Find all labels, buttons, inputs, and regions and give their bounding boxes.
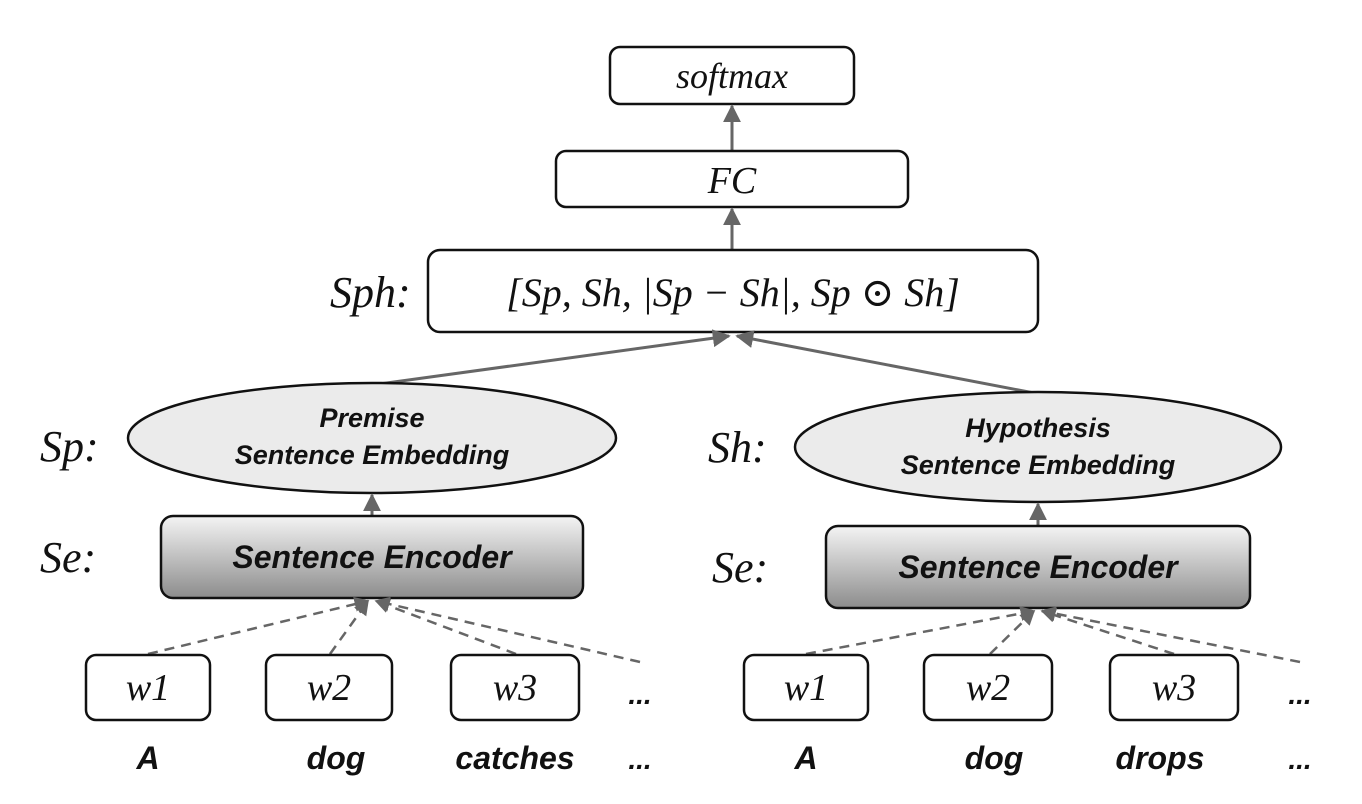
- premise-token-w1-label: w1: [126, 667, 170, 709]
- hypothesis-to-concat-arrow: [735, 330, 1035, 395]
- premise-token-ellipsis: ...: [628, 679, 651, 710]
- hypothesis-word-2: dog: [965, 740, 1024, 776]
- concat-node: [Sp, Sh, |Sp − Sh|, Sp ⊙ Sh]: [426, 248, 1040, 334]
- premise-var-label: Sp:: [40, 422, 99, 471]
- premise-embedding-node: Premise Sentence Embedding: [126, 381, 618, 495]
- premise-encoder-var-label: Se:: [40, 533, 96, 582]
- premise-word-3: catches: [455, 740, 574, 776]
- concat-label: [Sp, Sh, |Sp − Sh|, Sp ⊙ Sh]: [506, 270, 960, 315]
- softmax-label: softmax: [676, 56, 788, 96]
- premise-token-w3: w3: [449, 653, 581, 722]
- hypothesis-token-w3: w3: [1108, 653, 1240, 722]
- premise-token-w2: w2: [264, 653, 394, 722]
- premise-sentence-encoder: Sentence Encoder: [159, 514, 585, 600]
- premise-word-ellipsis: ...: [628, 744, 651, 775]
- premise-word-2: dog: [307, 740, 366, 776]
- hypothesis-word-3: drops: [1116, 740, 1205, 776]
- hypothesis-token-w2-label: w2: [966, 667, 1010, 709]
- hypothesis-sentence-encoder: Sentence Encoder: [824, 524, 1252, 610]
- premise-embedding-line1: Premise: [319, 403, 424, 433]
- hypothesis-var-label: Sh:: [708, 423, 767, 472]
- premise-word-1: A: [135, 740, 159, 776]
- fc-label: FC: [707, 160, 757, 202]
- premise-token-w2-label: w2: [307, 667, 351, 709]
- concat-var-label: Sph:: [330, 268, 411, 317]
- hypothesis-encoder-label: Sentence Encoder: [898, 549, 1179, 585]
- premise-to-concat-arrow: [371, 329, 731, 387]
- premise-embedding-line2: Sentence Embedding: [235, 440, 510, 470]
- hypothesis-token-w3-label: w3: [1152, 667, 1196, 709]
- premise-encoder-label: Sentence Encoder: [232, 539, 513, 575]
- premise-token-w1: w1: [84, 653, 212, 722]
- fc-node: FC: [554, 149, 910, 209]
- hypothesis-embedding-node: Hypothesis Sentence Embedding: [793, 390, 1283, 504]
- hypothesis-word-1: A: [793, 740, 817, 776]
- hypothesis-token-w1-label: w1: [784, 667, 828, 709]
- hypothesis-embedding-line1: Hypothesis: [965, 413, 1111, 443]
- premise-token-w3-label: w3: [493, 667, 537, 709]
- hypothesis-token-ellipsis: ...: [1288, 679, 1311, 710]
- hypothesis-token-w2: w2: [922, 653, 1054, 722]
- hypothesis-embedding-line2: Sentence Embedding: [901, 450, 1176, 480]
- hypothesis-word-ellipsis: ...: [1288, 744, 1311, 775]
- hypothesis-token-w1: w1: [742, 653, 870, 722]
- hypothesis-encoder-var-label: Se:: [712, 543, 768, 592]
- softmax-node: softmax: [608, 45, 856, 106]
- hypothesis-word-arrows: [805, 606, 1301, 664]
- premise-word-arrows: [147, 596, 641, 664]
